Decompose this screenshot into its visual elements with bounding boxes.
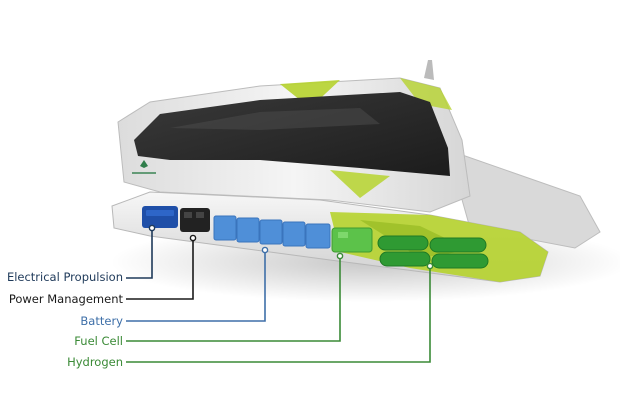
anchor-dot-hydrogen	[426, 262, 434, 270]
anchor-dot-power	[189, 234, 197, 242]
mast	[424, 60, 434, 80]
leader-line-propulsion	[126, 228, 153, 279]
label-electrical-propulsion: Electrical Propulsion	[6, 270, 123, 284]
electrical-propulsion-unit	[142, 206, 178, 228]
leader-line-fuelcell	[126, 256, 341, 342]
cabin-side-accent	[330, 170, 390, 198]
roof-accent-right	[400, 78, 452, 110]
hydrogen-tanks	[377, 235, 489, 269]
leader-line-power	[126, 238, 194, 300]
window-reflection	[170, 108, 380, 130]
label-battery: Battery	[80, 314, 123, 328]
brand-logo-mark	[140, 160, 148, 168]
anchor-dot-propulsion	[148, 224, 156, 232]
leader-line-battery	[126, 250, 266, 322]
roof-accent-left	[280, 80, 340, 108]
label-fuel-cell: Fuel Cell	[74, 334, 123, 348]
anchor-dot-battery	[261, 246, 269, 254]
cabin-window	[134, 92, 450, 176]
leader-line-hydrogen	[126, 266, 431, 363]
rear-pontoon	[447, 149, 601, 249]
battery-pack	[213, 215, 331, 249]
brand-logo-text	[132, 172, 156, 174]
power-management-unit	[180, 208, 210, 232]
anchor-dot-fuelcell	[336, 252, 344, 260]
fuel-cell-module	[331, 227, 373, 253]
label-power-management: Power Management	[8, 292, 123, 306]
label-hydrogen: Hydrogen	[67, 355, 123, 369]
